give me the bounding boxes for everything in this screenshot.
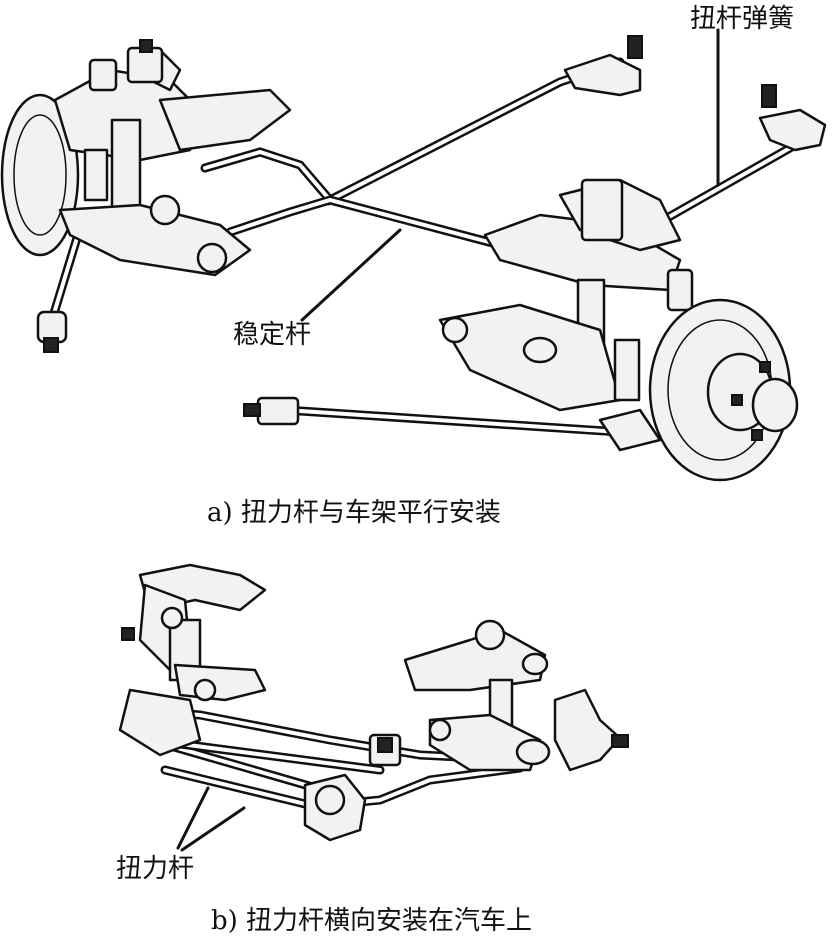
label-torsion-spring: 扭杆弹簧 xyxy=(690,4,795,34)
upper-link-right xyxy=(563,35,643,97)
left-wheel-assembly xyxy=(0,39,292,277)
right-torsion-spring xyxy=(655,84,827,227)
caption-b: b) 扭力杆横向安装在汽车上 xyxy=(211,906,533,936)
left-torsion-bar xyxy=(36,223,85,353)
lower-strut-rod xyxy=(243,396,625,437)
leader-line-torsion-bar-2 xyxy=(180,806,246,852)
leader-line-stabilizer xyxy=(300,228,402,322)
leader-line-torsion-bar-1 xyxy=(176,786,210,850)
caption-a: a) 扭力杆与车架平行安装 xyxy=(207,498,501,528)
suspension-b-drawing xyxy=(118,563,629,842)
right-wheel-assembly xyxy=(438,178,799,482)
label-torsion-bar: 扭力杆 xyxy=(116,854,195,884)
label-stabilizer: 稳定杆 xyxy=(233,320,312,350)
